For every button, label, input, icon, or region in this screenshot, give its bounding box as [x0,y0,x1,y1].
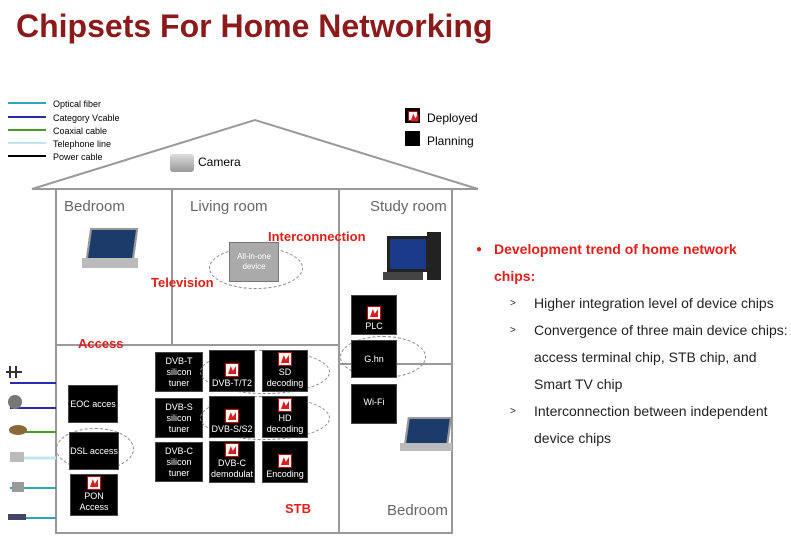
trend-heading: ● Development trend of home network chip… [476,236,778,290]
legend-label-optical: Optical fiber [53,99,102,109]
all-in-one-device: All-in-one device [229,242,279,282]
hd-decoding-chip: HD decoding [262,396,308,438]
trend-item-text: Convergence of three main device chips: … [534,322,788,392]
legend-label-telephone: Telephone line [53,139,112,149]
plc-box: PLC [351,295,397,335]
trend-heading-text: Development trend of home network chips: [494,241,737,284]
pon-access-label: PON Access [79,491,109,512]
legend-label-power: Power cable [53,152,103,162]
deployed-swatch [405,108,420,123]
hd-decoding-label: HD decoding [266,413,304,434]
planning-swatch [405,131,420,146]
legend-label-category: Category Vcable [53,113,120,123]
television-label: Television [151,275,214,290]
wifi-box: Wi-Fi [351,384,397,424]
incoming-cables [6,366,56,520]
dvb-s-tuner: DVB-S silicon tuner [155,398,203,438]
trend-list: > Higher integration level of device chi… [510,290,790,452]
sd-decoding-label: SD decoding [266,367,304,388]
sd-decoding-chip: SD decoding [262,350,308,392]
plc-label: PLC [365,321,383,331]
chip-icon [87,476,101,490]
dvb-s-s2-label: DVB-S/S2 [211,424,253,434]
dvb-c-demod-chip: DVB-C demodulat [209,441,255,483]
stb-label: STB [285,501,311,516]
dvb-c-tuner: DVB-C silicon tuner [155,442,203,482]
legend-label-coaxial: Coaxial cable [53,126,108,136]
camera-label: Camera [198,155,241,169]
camera-icon [170,154,194,172]
trend-item-text: Interconnection between independent devi… [534,403,768,446]
desktop-computer-icon [383,232,445,288]
room-bedroom-top: Bedroom [64,198,125,215]
trend-item: > Convergence of three main device chips… [510,317,790,398]
chip-icon [225,409,239,423]
bullet-icon: ● [476,244,483,255]
access-label: Access [78,336,124,351]
chip-icon [225,363,239,377]
dvb-s-s2-chip: DVB-S/S2 [209,396,255,438]
chip-icon [407,110,418,121]
ghn-box: G.hn [351,340,397,378]
trend-item-text: Higher integration level of device chips [534,295,774,311]
dvb-t-t2-label: DVB-T/T2 [211,378,252,388]
dvb-t-tuner: DVB-T silicon tuner [155,352,203,392]
encoding-chip: Encoding [262,441,308,483]
chip-icon [278,454,292,468]
encoding-label: Encoding [266,469,304,479]
room-study: Study room [370,198,447,215]
house-walls [55,188,453,534]
dsl-access-box: DSL access [69,432,119,470]
eoc-access-box: EOC acces [68,385,118,423]
room-bedroom-bottom: Bedroom [387,502,448,519]
chip-icon [225,443,239,457]
laptop-icon-bedroom [400,417,452,453]
trend-item: > Higher integration level of device chi… [510,290,790,317]
arrow-icon: > [510,298,516,309]
arrow-icon: > [510,325,516,336]
laptop-icon [82,228,139,270]
arrow-icon: > [510,406,516,417]
room-living: Living room [190,198,268,215]
deployed-label: Deployed [427,111,478,125]
chip-icon [367,306,381,320]
page-title: Chipsets For Home Networking [16,8,493,44]
dvb-c-demod-label: DVB-C demodulat [210,458,254,479]
pon-access-box: PON Access [70,474,118,516]
planning-label: Planning [427,134,474,148]
interconnection-label: Interconnection [268,229,366,244]
dvb-t-t2-chip: DVB-T/T2 [209,350,255,392]
trend-item: > Interconnection between independent de… [510,398,790,452]
chip-icon [278,398,292,412]
chip-icon [278,352,292,366]
